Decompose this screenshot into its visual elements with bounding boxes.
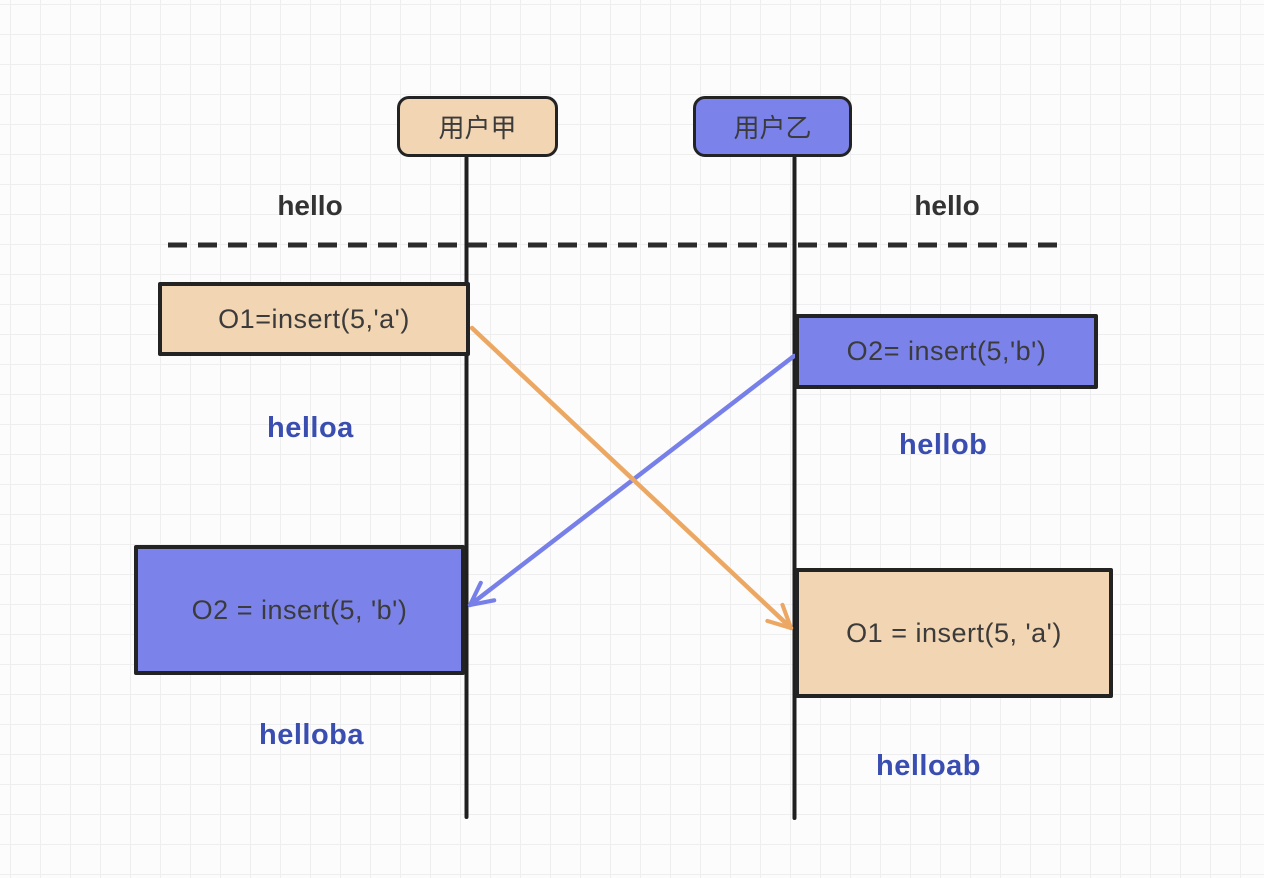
actor-user-a-label: 用户甲 (438, 113, 517, 143)
state-after-local-user-b: hellob (899, 429, 988, 461)
op1-delivery-arrow (469, 325, 794, 631)
initial-state-user-b: hello (914, 190, 980, 221)
op1-remote-box: O1 = insert(5, 'a') (795, 568, 1113, 698)
actor-user-b-label: 用户乙 (733, 113, 812, 143)
state-after-local-user-a: helloa (267, 412, 354, 444)
op1-local-box: O1=insert(5,'a') (158, 282, 470, 356)
op2-delivery-arrow (467, 353, 797, 608)
actor-user-a-box: 用户甲 (397, 96, 558, 157)
actor-user-b-box: 用户乙 (693, 96, 852, 157)
op2-local-label: O2= insert(5,'b') (846, 336, 1047, 366)
op1-local-label: O1=insert(5,'a') (218, 303, 410, 334)
op1-remote-label: O1 = insert(5, 'a') (846, 617, 1062, 648)
op2-remote-label: O2 = insert(5, 'b') (191, 594, 408, 625)
final-state-user-a: helloba (259, 719, 365, 751)
initial-state-user-a: hello (277, 190, 343, 221)
op2-remote-box: O2 = insert(5, 'b') (134, 545, 465, 675)
final-state-user-b: helloab (876, 750, 982, 782)
op2-local-box: O2= insert(5,'b') (795, 314, 1098, 389)
